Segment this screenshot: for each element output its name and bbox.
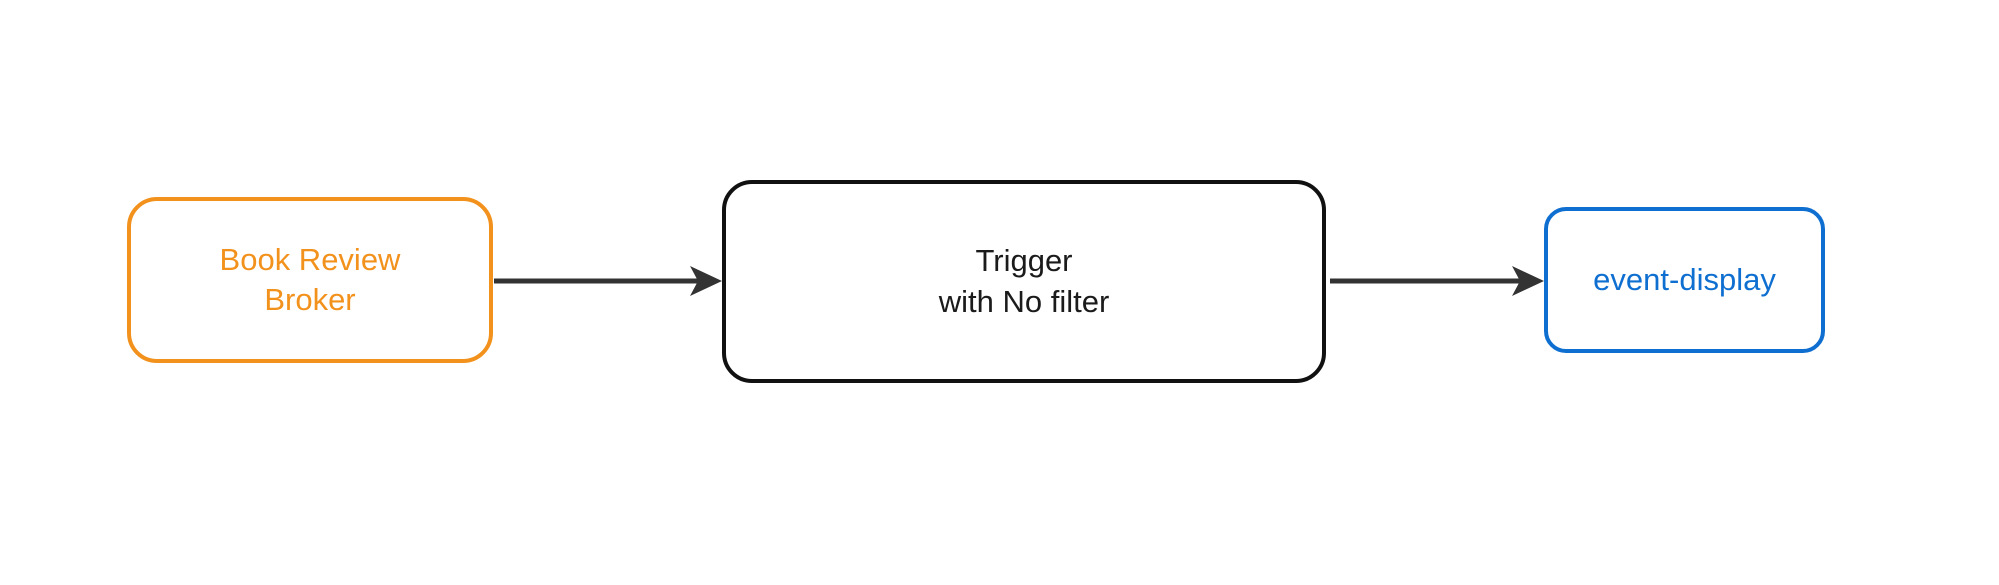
node-book-review-broker[interactable]: Book Review Broker xyxy=(127,197,493,363)
node-label-trigger: Trigger with No filter xyxy=(938,243,1110,319)
node-trigger[interactable]: Trigger with No filter xyxy=(722,180,1326,383)
arrowhead-icon xyxy=(690,266,722,296)
node-label-source: Book Review Broker xyxy=(219,241,401,317)
edge-source-to-trigger xyxy=(490,246,730,316)
node-label-sink: event-display xyxy=(1593,261,1776,297)
node-event-display[interactable]: event-display xyxy=(1544,207,1825,353)
arrowhead-icon xyxy=(1512,266,1544,296)
edge-trigger-to-sink xyxy=(1322,246,1552,316)
